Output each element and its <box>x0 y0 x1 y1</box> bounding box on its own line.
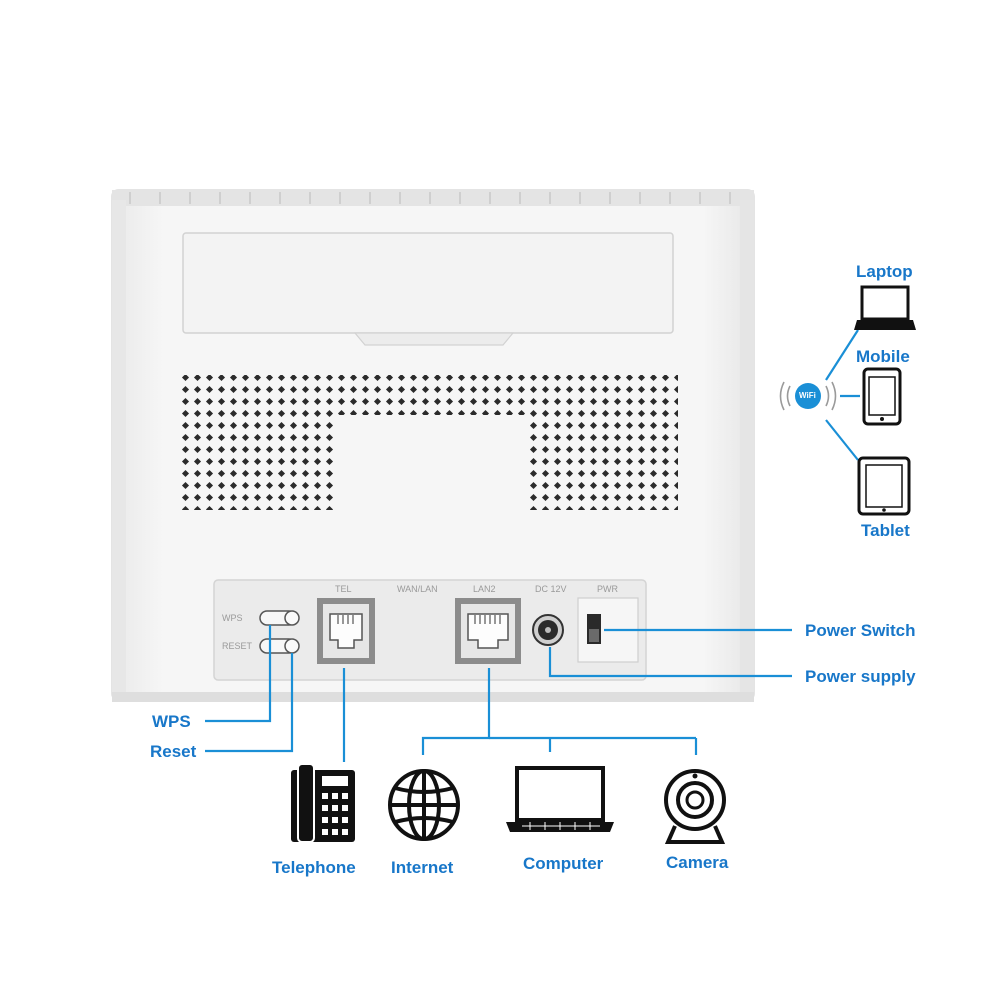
power-switch-port-label: PWR <box>597 584 618 594</box>
wps-button-label: WPS <box>222 613 243 623</box>
wps-callout-line <box>205 625 272 723</box>
wifi-laptop-line <box>825 329 859 381</box>
lan-trunk-line <box>421 668 491 755</box>
wifi-badge-text: WiFi <box>799 391 816 400</box>
tablet-label: Tablet <box>861 521 910 540</box>
power-switch-callout-label: Power Switch <box>805 621 916 640</box>
telephone-label: Telephone <box>272 858 356 877</box>
reset-button-label: RESET <box>222 641 253 651</box>
wps-callout-label: WPS <box>152 712 191 731</box>
wifi-tablet-line <box>825 419 859 461</box>
tel-port-label: TEL <box>335 584 352 594</box>
lan-port[interactable] <box>455 598 521 664</box>
router-base <box>112 692 754 702</box>
wifi-badge-icon <box>779 381 837 411</box>
dc-power-jack[interactable] <box>532 614 564 646</box>
wan-lan-label: WAN/LAN <box>397 584 438 594</box>
telephone-icon <box>291 763 355 843</box>
computer-label: Computer <box>523 854 604 873</box>
reset-callout-label: Reset <box>150 742 197 761</box>
mobile-label: Mobile <box>856 347 910 366</box>
lan-port-label: LAN2 <box>473 584 496 594</box>
tablet-icon <box>857 456 911 516</box>
power-supply-callout-label: Power supply <box>805 667 916 686</box>
webcam-icon <box>664 769 726 844</box>
power-supply-callout-line <box>548 647 792 678</box>
globe-icon <box>388 769 460 841</box>
laptop-label: Laptop <box>856 262 913 281</box>
reset-callout-line <box>205 653 294 753</box>
port-panel <box>213 579 647 681</box>
camera-label: Camera <box>666 853 729 872</box>
callout-lines <box>205 329 860 762</box>
computer-icon <box>506 766 614 832</box>
dc-jack-label: DC 12V <box>535 584 567 594</box>
laptop-icon <box>854 285 916 330</box>
wps-button[interactable] <box>259 610 300 626</box>
cover-panel <box>182 232 674 346</box>
mobile-phone-icon <box>862 367 902 426</box>
reset-button[interactable] <box>259 638 300 654</box>
internet-label: Internet <box>391 858 454 877</box>
tel-port[interactable] <box>317 598 375 664</box>
ventilation-grid <box>180 375 678 510</box>
